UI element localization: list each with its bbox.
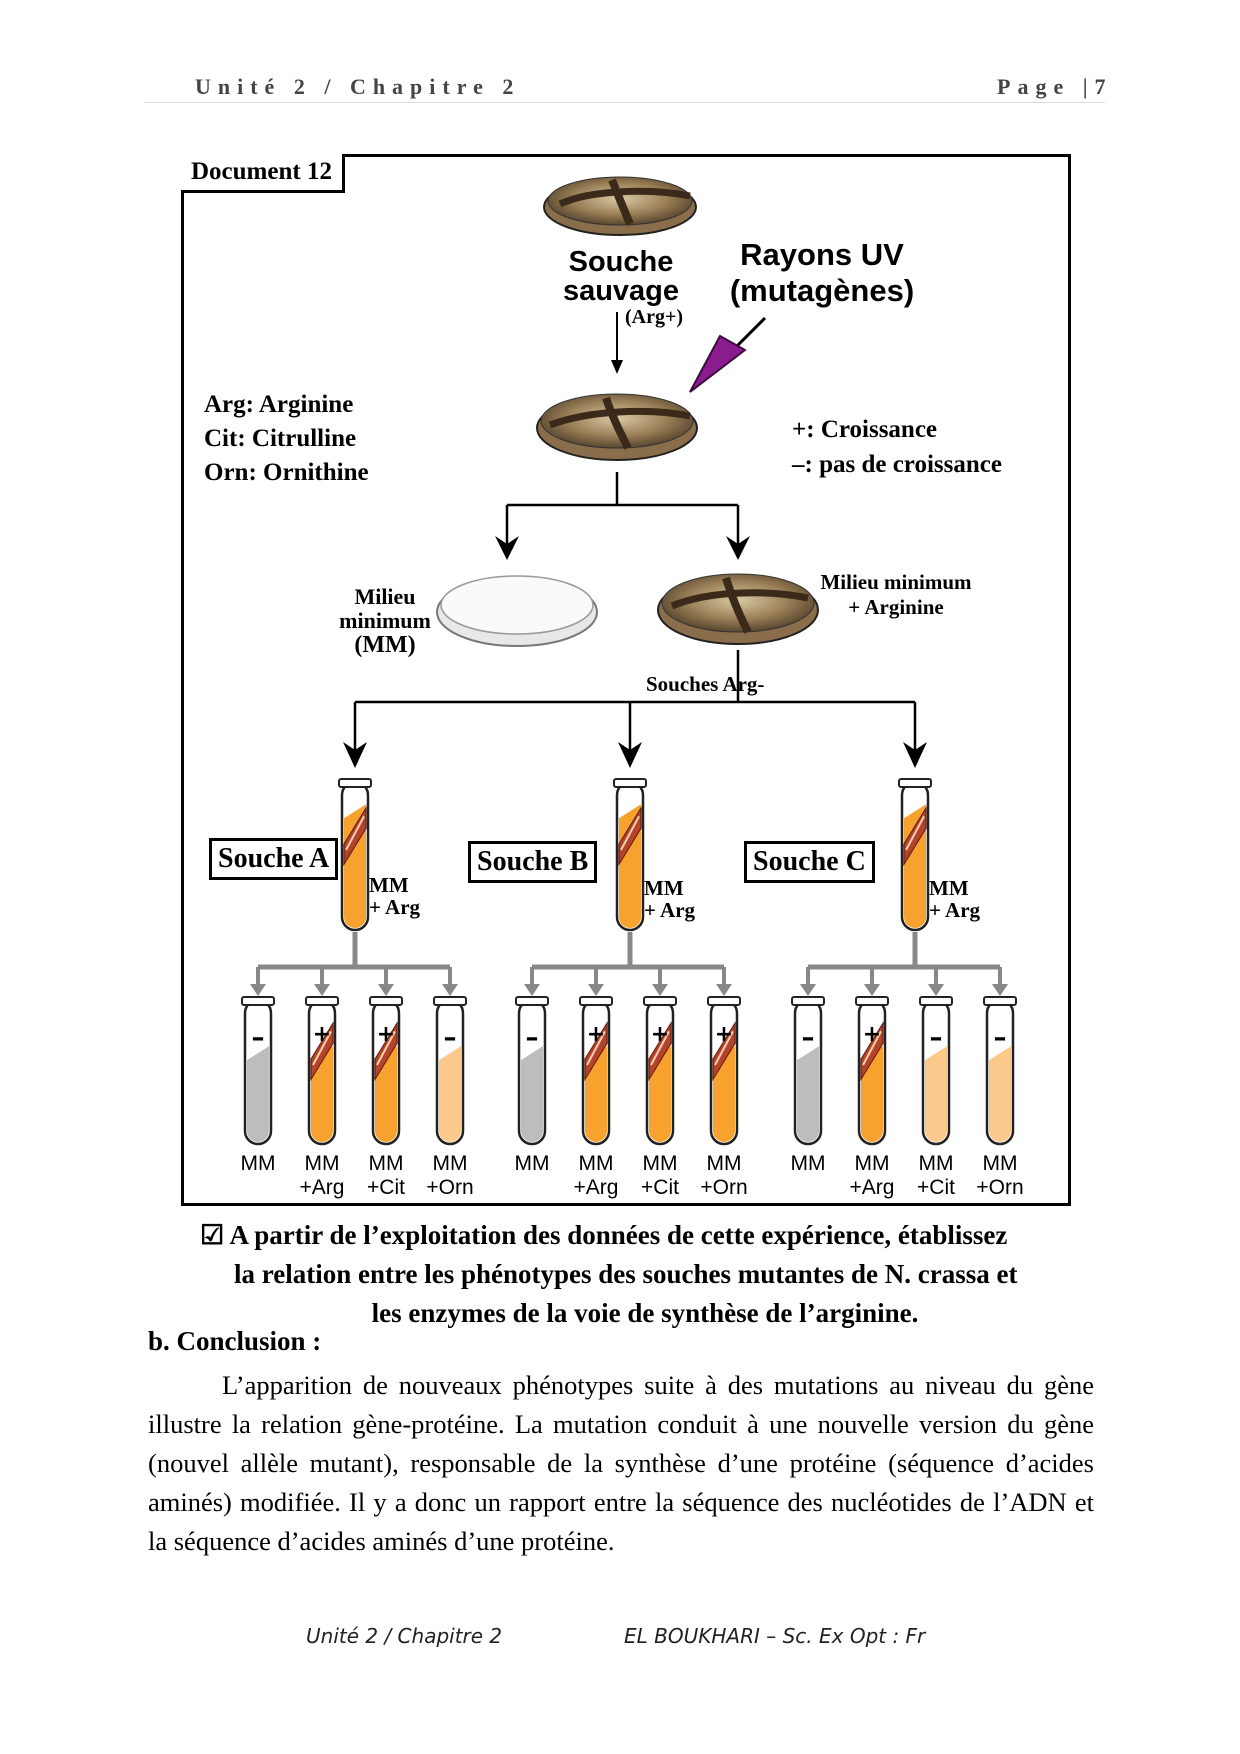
arg-minus-strains-label: Souches Arg-: [646, 672, 765, 696]
abbreviation-legend: Arg: Arginine Cit: Citrulline Orn: Ornit…: [204, 388, 369, 490]
result-tube: +: [855, 996, 889, 1146]
wild-strain-dish: [543, 176, 697, 236]
strain-tube: [338, 778, 372, 932]
result-tube: –: [515, 996, 549, 1146]
legend-cit: Cit: Citrulline: [204, 425, 357, 452]
question-line-1: ☑ A partir de l’exploitation des données…: [200, 1220, 1008, 1250]
strain-medium-label: MM+ Arg: [929, 876, 981, 922]
growth-sign: +: [587, 1022, 605, 1047]
no-growth-sign: –: [444, 1023, 457, 1053]
document-title: Document 12: [181, 154, 345, 193]
medium-label: MM: [240, 1152, 276, 1175]
page-header-chapter: Unité 2 / Chapitre 2: [195, 74, 521, 99]
footer-chapter: Unité 2 / Chapitre 2: [306, 1624, 503, 1648]
growth-sign: +: [377, 1022, 395, 1047]
uv-label: Rayons UV (mutagènes): [722, 237, 922, 309]
strain-tube: [613, 778, 647, 932]
growth-legend: +: Croissance –: pas de croissance: [792, 412, 1002, 482]
result-tube: –: [791, 996, 825, 1146]
medium-label: MM+Arg: [849, 1152, 895, 1199]
irradiated-dish: [536, 393, 698, 461]
medium-label: MM+Arg: [573, 1152, 619, 1199]
header-divider: [145, 102, 1105, 103]
medium-label: MM: [514, 1152, 550, 1175]
medium-label: MM+Orn: [700, 1152, 748, 1199]
growth-sign: +: [863, 1022, 881, 1047]
question-line-3: les enzymes de la voie de synthèse de l’…: [371, 1298, 919, 1328]
page-header-number: Page |7: [997, 74, 1113, 99]
medium-label: MM+Cit: [367, 1152, 405, 1199]
legend-arg: Arg: Arginine: [204, 391, 354, 418]
mm-arg-line-1: Milieu minimum: [820, 570, 972, 594]
result-tube: –: [241, 996, 275, 1146]
medium-label: MM: [790, 1152, 826, 1175]
minimal-medium-dish: [436, 575, 598, 647]
mm-line-1: Milieu: [354, 584, 416, 609]
strain-medium-label: MM+ Arg: [644, 876, 696, 922]
result-tube: –: [433, 996, 467, 1146]
growth-sign: +: [651, 1022, 669, 1047]
uv-arrow-icon: [689, 316, 767, 393]
growth-sign: +: [715, 1022, 733, 1047]
uv-line-1: Rayons UV: [740, 237, 904, 272]
result-tube: +: [579, 996, 613, 1146]
medium-label: MM+Orn: [426, 1152, 474, 1199]
result-tube: –: [983, 996, 1017, 1146]
result-tube: +: [643, 996, 677, 1146]
wild-strain-line-2: sauvage: [562, 275, 680, 307]
medium-label: MM+Cit: [641, 1152, 679, 1199]
growth-sign: +: [313, 1022, 331, 1047]
conclusion-text: L’apparition de nouveaux phénotypes suit…: [148, 1370, 1094, 1556]
mm-line-3: (MM): [354, 632, 416, 658]
wild-strain-label: Souche sauvage: [556, 248, 686, 306]
no-growth-sign: –: [526, 1023, 539, 1053]
conclusion-title: b. Conclusion :: [148, 1326, 322, 1356]
legend-no-growth: –: pas de croissance: [792, 451, 1002, 478]
medium-label: MM+Orn: [976, 1152, 1024, 1199]
medium-label: MM+Arg: [299, 1152, 345, 1199]
wild-strain-line-1: Souche: [568, 246, 674, 278]
legend-orn: Orn: Ornithine: [204, 459, 369, 486]
document-frame: [181, 154, 1071, 1206]
minimal-arginine-label: Milieu minimum + Arginine: [806, 570, 986, 620]
footer-author: EL BOUKHARI – Sc. Ex Opt : Fr: [624, 1624, 926, 1648]
no-growth-sign: –: [802, 1023, 815, 1053]
question-line-2: la relation entre les phénotypes des sou…: [234, 1259, 1018, 1289]
no-growth-sign: –: [930, 1023, 943, 1053]
minimal-arginine-dish: [657, 573, 819, 645]
result-tube: +: [305, 996, 339, 1146]
result-tube: +: [369, 996, 403, 1146]
result-tube: +: [707, 996, 741, 1146]
mm-line-2: minimum: [339, 608, 431, 633]
mm-arg-line-2: + Arginine: [848, 595, 944, 619]
legend-growth: +: Croissance: [792, 416, 938, 443]
question-block: ☑ A partir de l’exploitation des données…: [200, 1216, 1090, 1333]
no-growth-sign: –: [994, 1023, 1007, 1053]
minimal-medium-label: Milieu minimum (MM): [335, 584, 435, 658]
medium-label: MM+Cit: [917, 1152, 955, 1199]
arg-plus-label: (Arg+): [625, 306, 684, 328]
strain-tube: [898, 778, 932, 932]
no-growth-sign: –: [252, 1023, 265, 1053]
strain-medium-label: MM+ Arg: [369, 873, 421, 919]
uv-line-2: (mutagènes): [729, 273, 915, 308]
result-tube: –: [919, 996, 953, 1146]
strain-label: Souche B: [468, 841, 598, 883]
strain-label: Souche A: [209, 838, 339, 880]
strain-label: Souche C: [744, 841, 875, 883]
